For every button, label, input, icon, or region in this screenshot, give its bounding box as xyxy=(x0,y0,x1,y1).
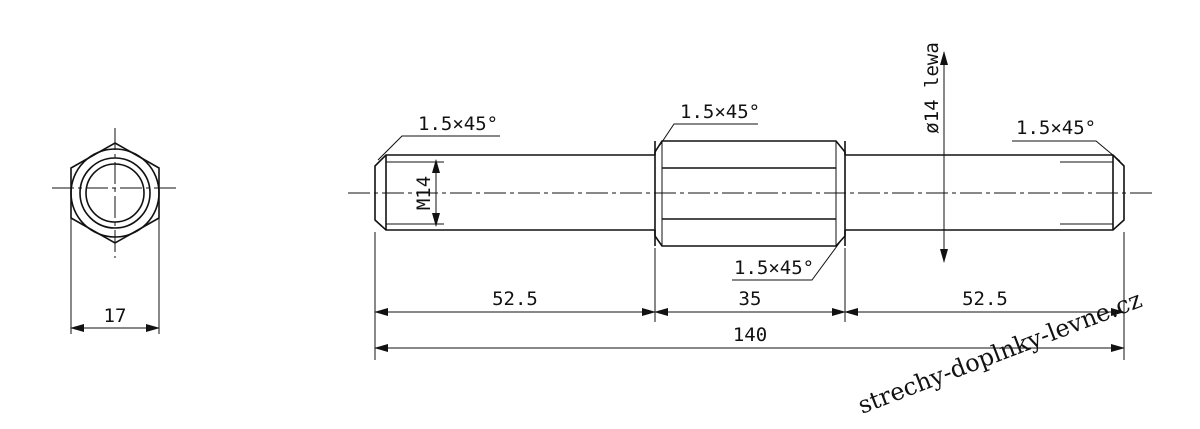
len-hex-label: 35 xyxy=(739,288,762,310)
chamfer-hex-top-leader xyxy=(659,123,758,146)
chamfer-left-end-leader xyxy=(377,135,500,161)
hex-width-label: 17 xyxy=(104,305,127,327)
stud-side-view: M14 ø14 lewa 1.5×45° 1.5×45° 1.5×45° 1.5… xyxy=(348,42,1152,360)
chamfer-hex-bottom-leader xyxy=(732,241,841,281)
d14-lewa-label: ø14 lewa xyxy=(921,42,943,134)
len-right-label: 52.5 xyxy=(962,288,1008,310)
chamfer-right-end-leader xyxy=(1012,140,1121,162)
hex-end-view: 17 xyxy=(52,128,180,334)
m14-label: M14 xyxy=(413,176,435,210)
chamfer-left-end-label: 1.5×45° xyxy=(418,113,498,135)
len-total-label: 140 xyxy=(733,324,767,346)
len-left-label: 52.5 xyxy=(492,288,538,310)
chamfer-hex-bottom-label: 1.5×45° xyxy=(734,257,814,279)
chamfer-hex-top-label: 1.5×45° xyxy=(680,101,760,123)
chamfer-right-end-label: 1.5×45° xyxy=(1016,117,1096,139)
